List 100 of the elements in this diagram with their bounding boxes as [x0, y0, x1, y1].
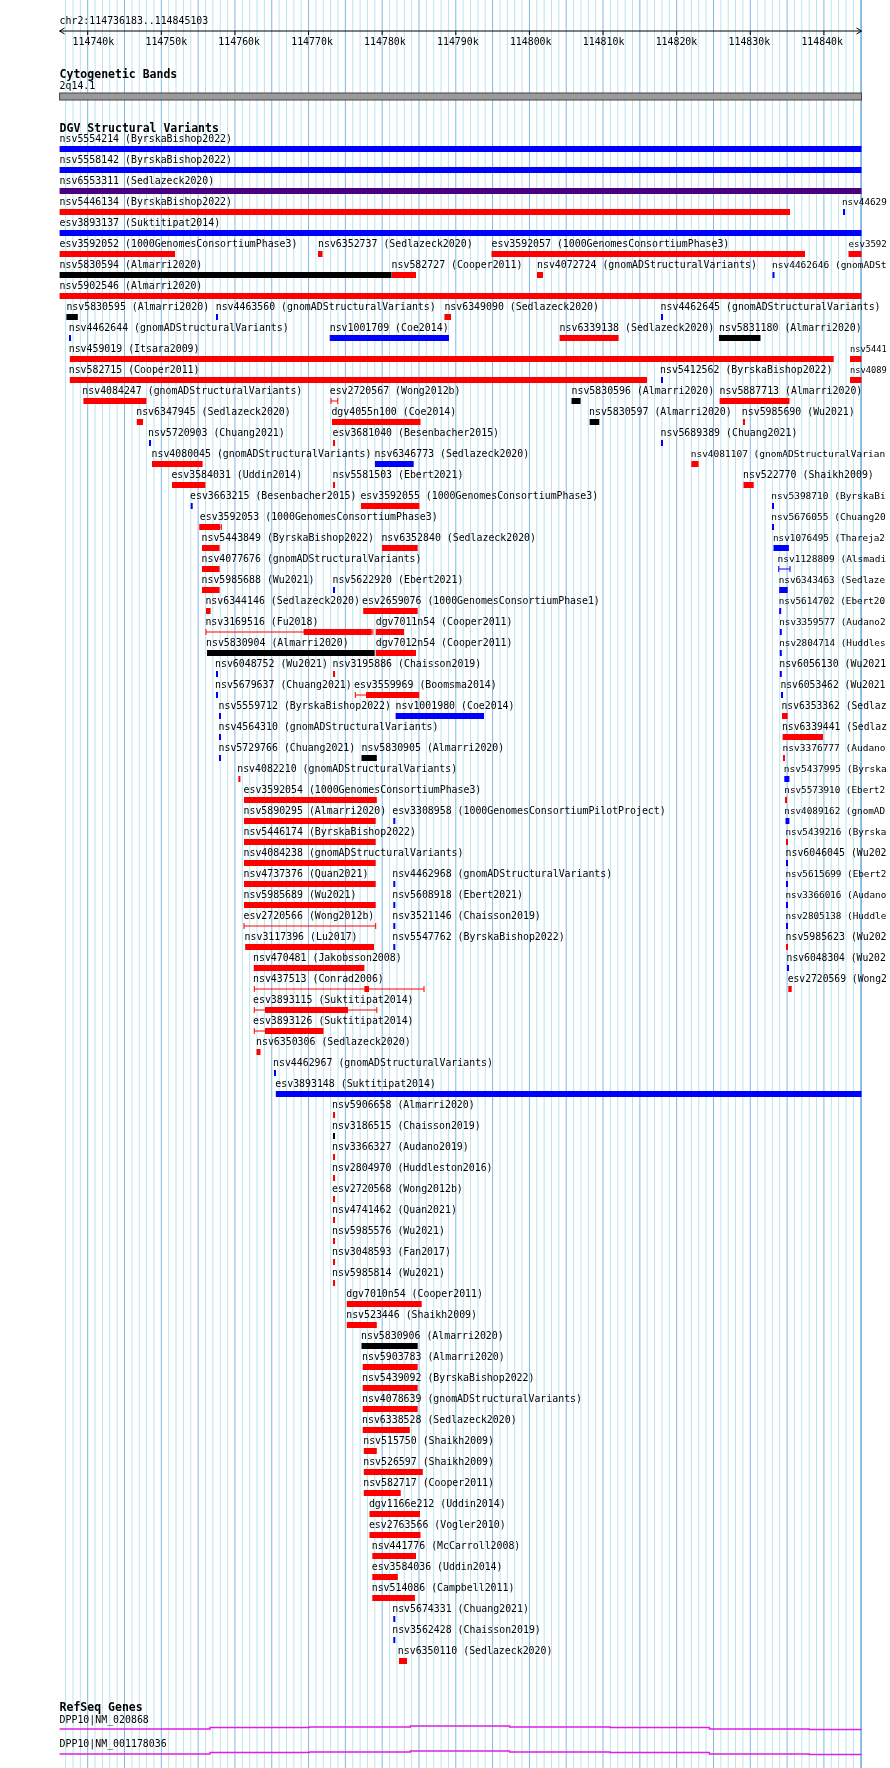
track-heading: DGV Structural Variants — [59, 122, 219, 134]
variant-label: nsv6553311 (Sedlazeck2020) — [59, 175, 215, 187]
variant-label: nsv6350110 (Sedlazeck2020) — [397, 1645, 553, 1657]
tick-label: 114780k — [364, 36, 406, 48]
variant-label: esv3592054 (1000GenomesConsortiumPhase3) — [243, 784, 482, 796]
variant-label: nsv3521146 (Chaisson2019) — [392, 910, 541, 922]
variant-label: esv3592 — [848, 238, 887, 250]
tick-label: 114810k — [582, 36, 625, 48]
variant-label: esv3893126 (Suktitipat2014) — [253, 1015, 414, 1027]
variant-label: nsv5622920 (Ebert2021) — [332, 574, 464, 586]
variant-label: nsv4084247 (gnomADStructuralVariants) — [82, 385, 303, 397]
variant-label: nsv5558142 (ByrskaBishop2022) — [59, 154, 232, 166]
variant-label: nsv6056130 (Wu2021 — [779, 658, 887, 670]
variant-label: nsv5906658 (Almarri2020) — [332, 1099, 475, 1111]
variant-label: nsv3169516 (Fu2018) — [205, 616, 319, 628]
variant-label: nsv5446134 (ByrskaBishop2022) — [59, 196, 232, 208]
variant-label: nsv5559712 (ByrskaBishop2022) — [218, 700, 391, 712]
variant-label: nsv4462644 (gnomADStructuralVariants) — [68, 322, 289, 334]
variant-label: esv3663215 (Besenbacher2015) — [190, 490, 357, 502]
variant-label: nsv5412562 (ByrskaBishop2022) — [660, 364, 833, 376]
variant-label: nsv1076495 (Thareja2 — [773, 532, 885, 544]
variant-label: nsv5547762 (ByrskaBishop2022) — [392, 931, 565, 943]
variant-label: nsv5398710 (ByrskaBi — [771, 490, 886, 502]
variant-label: nsv5729766 (Chuang2021) — [218, 742, 356, 754]
variant-label: nsv4089 — [850, 364, 887, 376]
variant-label: esv3592055 (1000GenomesConsortiumPhase3) — [360, 490, 599, 502]
variant-label: dgv4055n100 (Coe2014) — [331, 406, 457, 418]
variant-label: nsv5830596 (Almarri2020) — [571, 385, 715, 397]
variant-label: nsv582727 (Cooper2011) — [391, 259, 523, 271]
tick-label: 114740k — [72, 36, 115, 48]
variant-label: nsv5985814 (Wu2021) — [332, 1267, 445, 1279]
variant-label: nsv5608918 (Ebert2021) — [392, 889, 523, 901]
variant-label: esv3584036 (Uddin2014) — [371, 1561, 503, 1573]
tick-label: 114820k — [655, 36, 698, 48]
variant-label: nsv6338528 (Sedlazeck2020) — [362, 1414, 517, 1426]
variant-label: dgv7010n54 (Cooper2011) — [346, 1288, 483, 1300]
variant-label: nsv5890295 (Almarri2020) — [243, 805, 387, 817]
gene-label: DPP10|NM_001178036 — [59, 1738, 167, 1750]
variant-label: nsv515750 (Shaikh2009) — [363, 1435, 494, 1447]
variant-label: nsv3359577 (Audano2 — [779, 616, 886, 628]
variant-label: esv3592057 (1000GenomesConsortiumPhase3) — [491, 238, 730, 250]
variant-label: nsv6339138 (Sedlazeck2020) — [559, 322, 715, 334]
tick-label: 114760k — [218, 36, 260, 48]
variant-label: nsv2804970 (Huddleston2016) — [332, 1162, 493, 1174]
variant-label: nsv5903783 (Almarri2020) — [362, 1351, 505, 1363]
variant-label: nsv1001709 (Coe2014) — [329, 322, 449, 334]
variant-label: nsv459019 (Itsara2009) — [68, 343, 200, 355]
variant-label: nsv6346773 (Sedlazeck2020) — [374, 448, 530, 460]
track-heading: RefSeq Genes — [59, 1701, 143, 1713]
variant-label: nsv5830594 (Almarri2020) — [59, 259, 203, 271]
variant-label: nsv437513 (Conrad2006) — [253, 973, 384, 985]
variant-label: nsv6339441 (Sedlaz — [782, 721, 887, 733]
variant-label: nsv5581503 (Ebert2021) — [332, 469, 464, 481]
variant-label: nsv6053462 (Wu2021 — [780, 679, 886, 691]
band-label: 2q14.1 — [59, 80, 96, 92]
variant-label: nsv5674331 (Chuang2021) — [392, 1603, 529, 1615]
variant-label: nsv523446 (Shaikh2009) — [346, 1309, 477, 1321]
variant-label: nsv5439092 (ByrskaBishop2022) — [362, 1372, 535, 1384]
variant-label: nsv514086 (Campbell2011) — [371, 1582, 515, 1594]
variant-label: nsv582715 (Cooper2011) — [68, 364, 200, 376]
variant-label: nsv3366327 (Audano2019) — [332, 1141, 469, 1153]
tick-label: 114840k — [801, 36, 843, 48]
variant-label: nsv3186515 (Chaisson2019) — [332, 1120, 481, 1132]
variant-label: nsv5679637 (Chuang2021) — [215, 679, 352, 691]
variant-label: nsv3117396 (Lu2017) — [244, 931, 358, 943]
variant-label: nsv5446174 (ByrskaBishop2022) — [243, 826, 416, 838]
variant-label: nsv1001980 (Coe2014) — [395, 700, 515, 712]
variant-label: nsv3376777 (Audano — [782, 742, 886, 754]
variant-label: esv2659076 (1000GenomesConsortiumPhase1) — [362, 595, 600, 607]
variant-label: nsv44629 — [842, 196, 887, 208]
variant-label: esv2720567 (Wong2012b) — [329, 385, 461, 397]
variant-label: nsv5985576 (Wu2021) — [332, 1225, 445, 1237]
tick-label: 114830k — [728, 36, 771, 48]
variant-label: nsv4741462 (Quan2021) — [332, 1204, 457, 1216]
variant-label: nsv4462968 (gnomADStructuralVariants) — [392, 868, 613, 880]
variant-label: nsv4081107 (gnomADStructuralVarian — [690, 448, 886, 460]
variant-label: esv3592052 (1000GenomesConsortiumPhase3) — [59, 238, 298, 250]
variant-label: esv3893115 (Suktitipat2014) — [253, 994, 414, 1006]
variant-label: nsv5689389 (Chuang2021) — [660, 427, 798, 439]
variant-label: dgv7012n54 (Cooper2011) — [375, 637, 513, 649]
variant-label: nsv6350306 (Sedlazeck2020) — [256, 1036, 411, 1048]
variant-label: esv2720566 (Wong2012b) — [243, 910, 375, 922]
variant-label: nsv5614702 (Ebert20 — [778, 595, 886, 607]
variant-label: nsv5830595 (Almarri2020) — [66, 301, 210, 313]
variant-label: nsv5720903 (Chuang2021) — [148, 427, 285, 439]
variant-label: esv3584031 (Uddin2014) — [171, 469, 303, 481]
variant-label: nsv4080045 (gnomADStructuralVariants) — [151, 448, 372, 460]
variant-label: nsv3366016 (Audano — [785, 889, 887, 901]
variant-label: nsv3048593 (Fan2017) — [332, 1246, 451, 1258]
variant-label: nsv6048752 (Wu2021) — [215, 658, 328, 670]
variant-label: nsv6347945 (Sedlazeck2020) — [136, 406, 291, 418]
variant-label: esv3308958 (1000GenomesConsortiumPilotProject) — [392, 805, 666, 817]
variant-label: nsv5830904 (Almarri2020) — [206, 637, 349, 649]
variant-label: nsv6343463 (Sedlaze — [778, 574, 886, 586]
variant-label: nsv4082210 (gnomADStructuralVariants) — [237, 763, 458, 775]
variant-label: nsv522770 (Shaikh2009) — [743, 469, 874, 481]
variant-label: nsv4089162 (gnomAD — [784, 805, 886, 817]
variant-label: nsv2805138 (Huddle — [785, 910, 887, 922]
variant-label: nsv4072724 (gnomADStructuralVariants) — [537, 259, 757, 271]
variant-label: esv2720569 (Wong2 — [787, 973, 887, 985]
